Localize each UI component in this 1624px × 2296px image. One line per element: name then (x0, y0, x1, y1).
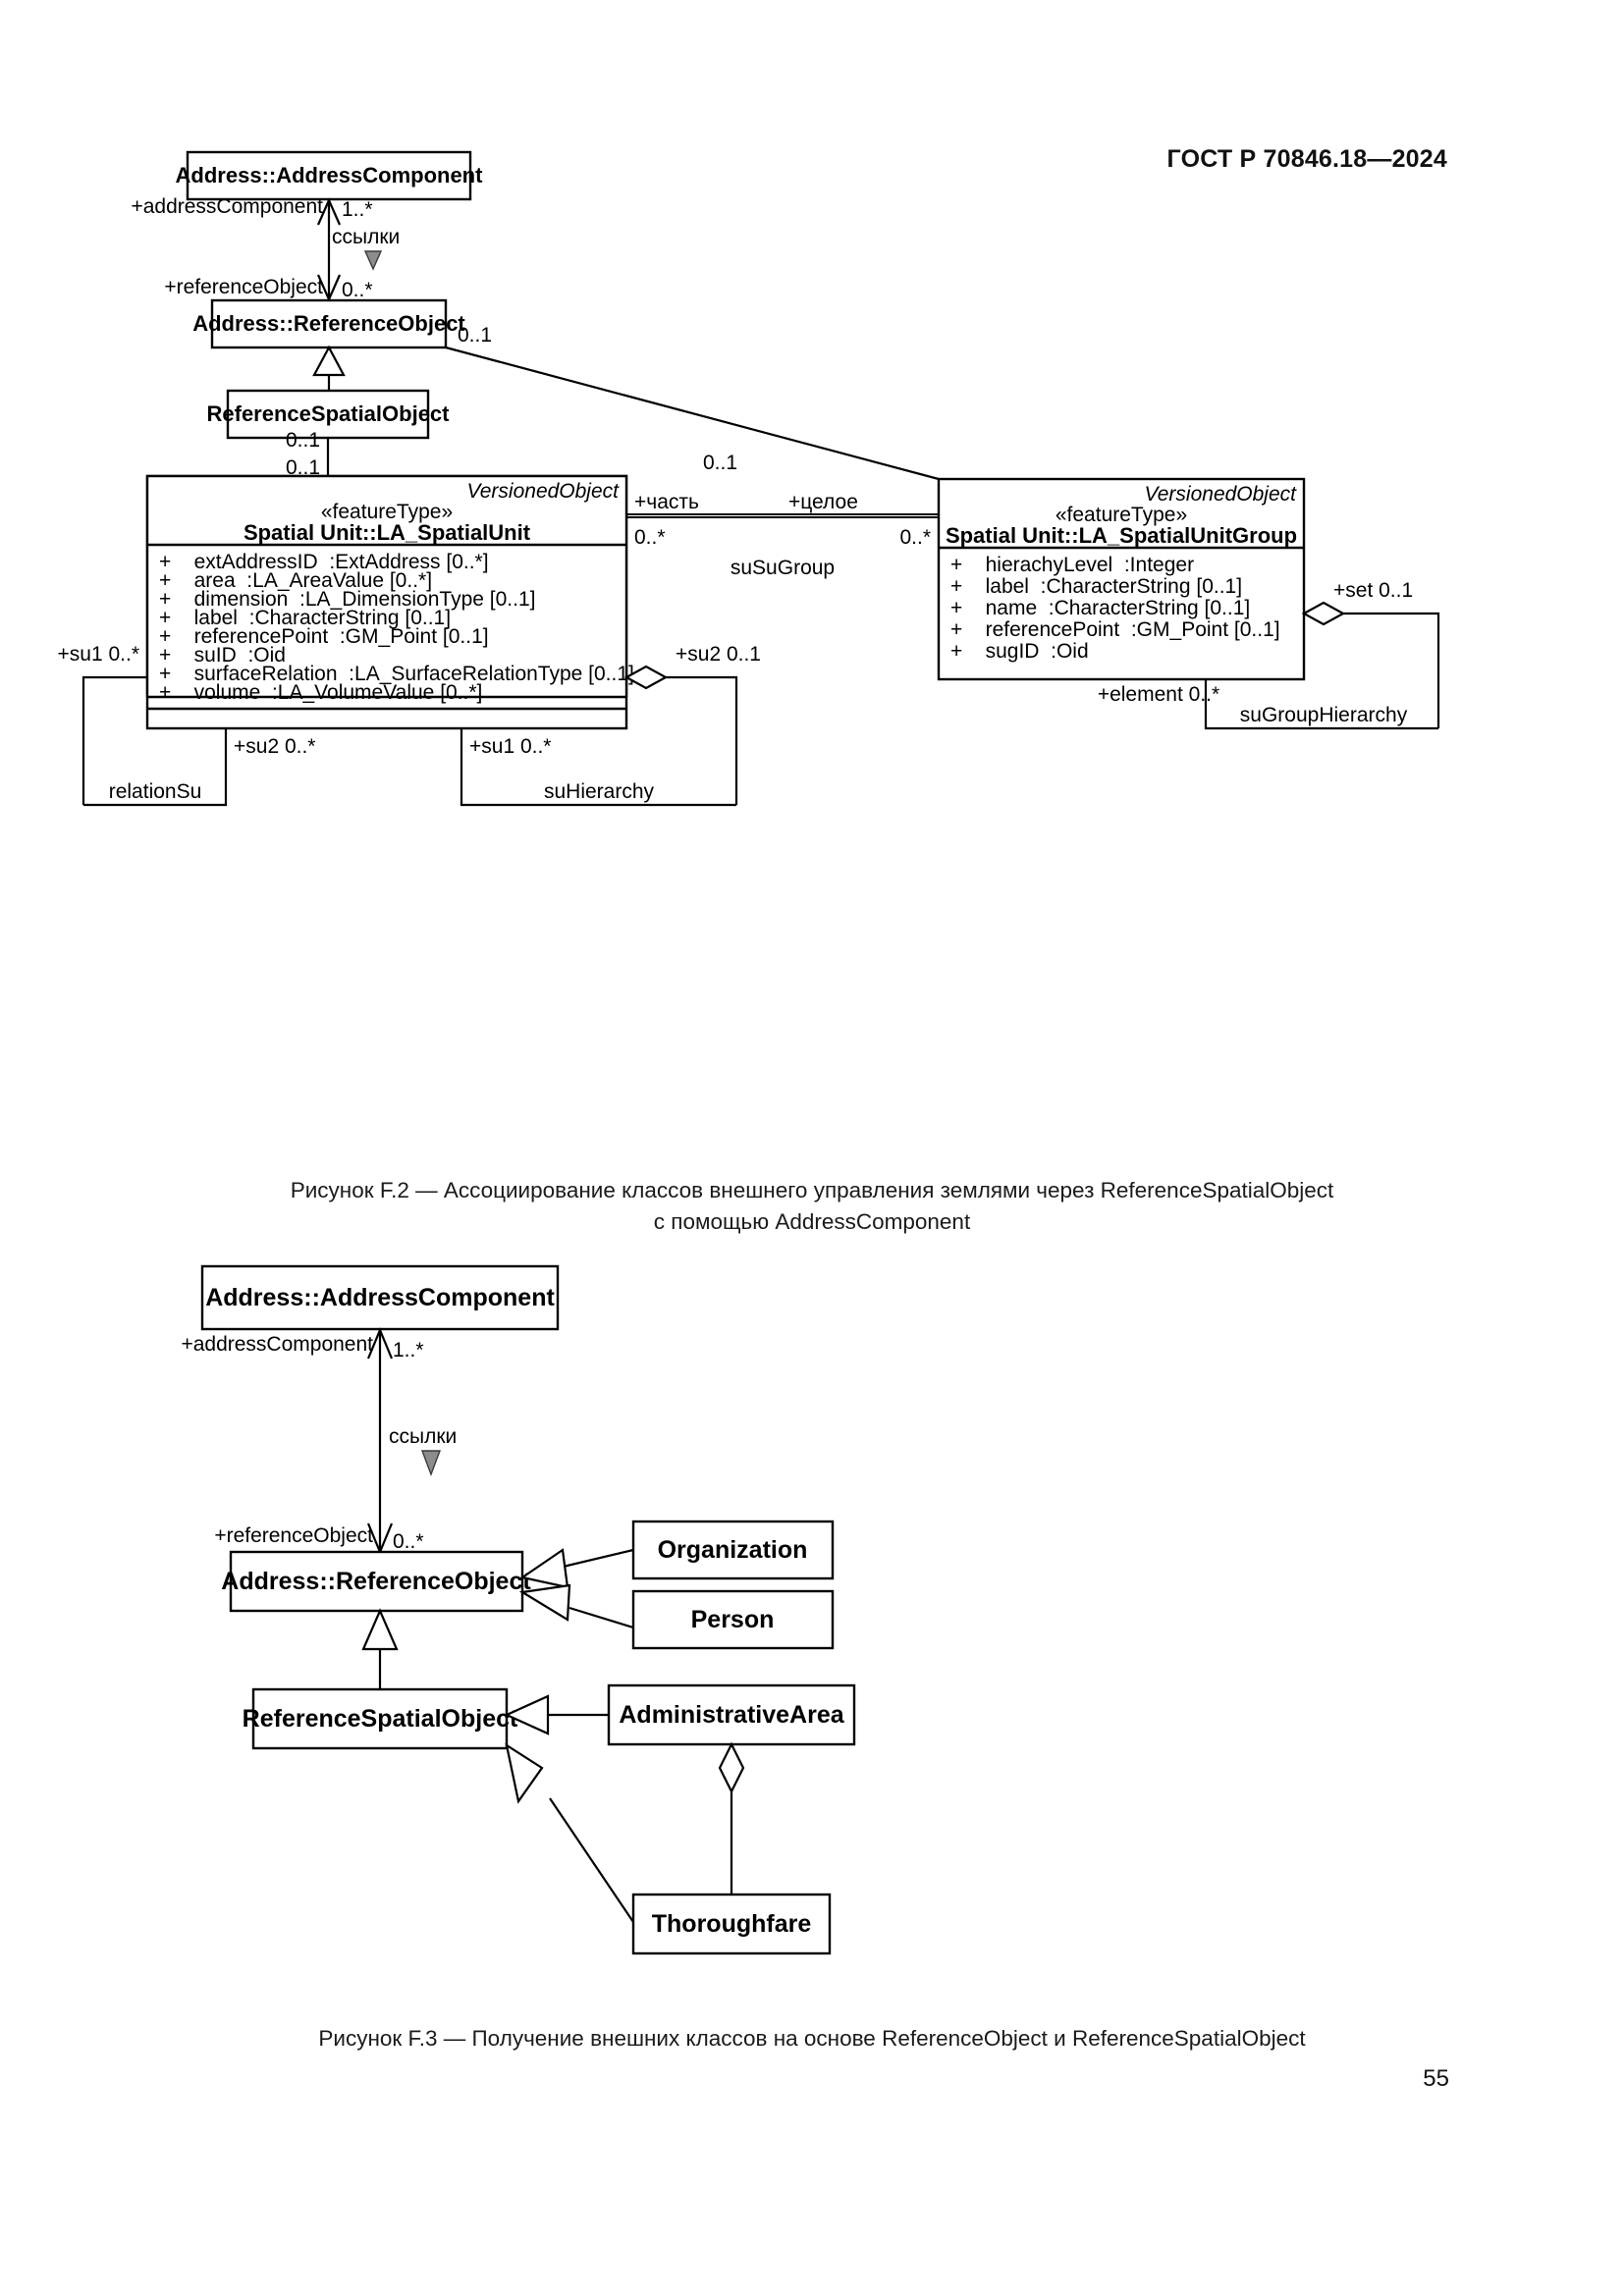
multiplicity-addresscomponent: 1..* (342, 198, 373, 221)
generalization-person-to-referenceobject (518, 1583, 634, 1629)
role-label-referenceobject: +referenceObject (164, 276, 323, 298)
figure-f2-caption-line2: с помощью AddressComponent (653, 1208, 971, 1234)
class-title-reference-object-f3: Address::ReferenceObject (221, 1568, 531, 1595)
class-title-reference-spatial-object: ReferenceSpatialObject (207, 401, 451, 426)
class-box-thoroughfare[interactable]: Thoroughfare (631, 1893, 832, 1955)
class-box-organization[interactable]: Organization (631, 1520, 835, 1580)
attribute-row-name: + name :CharacterString [0..1] (950, 597, 1250, 619)
role-label-su2-agg: +su2 0..1 (676, 643, 761, 666)
class-title-reference-spatial-object-f3: ReferenceSpatialObject (243, 1705, 518, 1733)
class-title-la-spatialunitgroup: Spatial Unit::LA_SpatialUnitGroup (946, 523, 1297, 548)
assoc-sugrouphierarchy (1204, 601, 1440, 730)
attribute-row-referencepoint: + referencePoint :GM_Point [0..1] (950, 618, 1280, 641)
figure-f3-caption-line1: Рисунок F.3 — Получение внешних классов … (318, 2026, 1306, 2051)
aggregation-adminarea-thoroughfare (718, 1741, 745, 1895)
attribute-row-dimension: + dimension :LA_DimensionType [0..1] (159, 588, 535, 611)
multiplicity-ro-sug-near: 0..1 (458, 324, 492, 347)
assoc-name-suhierarchy: suHierarchy (544, 780, 655, 803)
direction-triangle-icon (363, 250, 383, 271)
attribute-row-label: + label :CharacterString [0..1] (950, 575, 1242, 598)
assoc-name-sugrouphierarchy: suGroupHierarchy (1240, 704, 1408, 726)
multiplicity-addresscomponent-f3: 1..* (393, 1339, 424, 1362)
role-label-element: +element 0..* (1098, 683, 1219, 706)
standard-header: ГОСТ Р 70846.18—2024 (1166, 145, 1447, 173)
multiplicity-referenceobject: 0..* (342, 279, 373, 301)
attribute-list-la-spatialunitgroup: + hierachyLevel :Integer + label :Charac… (950, 554, 1280, 663)
role-label-su1-bottom: +su1 0..* (469, 735, 551, 758)
figure-f2-caption-line1: Рисунок F.2 — Ассоциирование классов вне… (290, 1178, 1334, 1202)
role-label-addresscomponent: +addressComponent (131, 195, 323, 218)
assoc-susugroup (626, 513, 939, 518)
class-title-reference-object: Address::ReferenceObject (192, 311, 465, 336)
assoc-referenceobject-spatialunitgroup (445, 346, 940, 481)
attribute-row-suid: + suID :Oid (159, 644, 286, 667)
figure-f2-caption: Рисунок F.2 — Ассоциирование классов вне… (0, 1175, 1624, 1237)
assoc-name-ssylki: ссылки (332, 226, 400, 248)
generalization-organization-to-referenceobject (519, 1548, 634, 1589)
multiplicity-referenceobject-f3: 0..* (393, 1530, 424, 1553)
role-label-su2-bottom: +su2 0..* (234, 735, 315, 758)
generalization-rso-to-ro (312, 345, 346, 391)
page-number: 55 (1423, 2065, 1449, 2092)
generalization-thoroughfare-to-rso (505, 1742, 634, 1923)
multiplicity-susugroup-right: 0..* (899, 526, 931, 549)
class-versioned-la-spatialunit: VersionedObject (467, 480, 621, 503)
role-label-addresscomponent-f3: +addressComponent (181, 1333, 373, 1356)
class-stereotype-la-spatialunit: «featureType» (321, 501, 453, 523)
class-box-administrative-area[interactable]: AdministrativeArea (607, 1683, 856, 1746)
assoc-name-relationsu: relationSu (109, 780, 202, 803)
class-box-address-component[interactable]: Address::AddressComponent (176, 150, 484, 201)
assoc-relationsu (81, 675, 228, 807)
multiplicity-ro-sug-far: 0..1 (703, 452, 737, 474)
class-box-reference-object-f3[interactable]: Address::ReferenceObject (221, 1550, 531, 1613)
class-box-person[interactable]: Person (631, 1589, 835, 1650)
class-title-thoroughfare: Thoroughfare (652, 1910, 812, 1938)
role-label-su1-left: +su1 0..* (58, 643, 139, 666)
attribute-row-volume: + volume :LA_VolumeValue [0..*] (159, 681, 482, 704)
assoc-suhierarchy (460, 665, 738, 807)
attribute-list-la-spatialunit: + extAddressID :ExtAddress [0..*] + area… (159, 551, 634, 704)
class-box-reference-spatial-object-f3[interactable]: ReferenceSpatialObject (243, 1687, 518, 1750)
assoc-name-ssylki-f3: ссылки (389, 1425, 457, 1448)
class-title-address-component-f3: Address::AddressComponent (205, 1284, 555, 1311)
class-title-person: Person (691, 1606, 775, 1633)
class-box-reference-object[interactable]: Address::ReferenceObject (192, 298, 465, 349)
class-box-la-spatialunitgroup[interactable]: VersionedObject «featureType» Spatial Un… (937, 477, 1306, 681)
role-label-chast: +часть (634, 491, 699, 513)
class-stereotype-la-spatialunitgroup: «featureType» (1056, 504, 1187, 526)
class-title-la-spatialunit: Spatial Unit::LA_SpatialUnit (244, 520, 531, 545)
role-label-tseloe: +целое (788, 491, 858, 513)
attribute-row-surfacerelation: + surfaceRelation :LA_SurfaceRelationTyp… (159, 663, 634, 685)
assoc-name-susugroup: suSuGroup (731, 557, 835, 579)
class-title-address-component: Address::AddressComponent (176, 163, 484, 187)
direction-triangle-icon-f3 (420, 1450, 442, 1476)
attribute-row-hierachylevel: + hierachyLevel :Integer (950, 554, 1194, 576)
attribute-row-area: + area :LA_AreaValue [0..*] (159, 569, 432, 592)
multiplicity-rso-bottom: 0..1 (286, 456, 320, 479)
class-title-administrative-area: AdministrativeArea (619, 1701, 844, 1729)
multiplicity-susugroup-left: 0..* (634, 526, 666, 549)
role-label-set: +set 0..1 (1333, 579, 1413, 602)
multiplicity-rso-top: 0..1 (286, 429, 320, 452)
class-box-reference-spatial-object[interactable]: ReferenceSpatialObject (207, 389, 451, 440)
figure-f3-diagram: Address::AddressComponent +addressCompon… (181, 1264, 856, 1955)
figure-f2-diagram: Address::AddressComponent +addressCompon… (58, 150, 1440, 807)
attribute-row-label: + label :CharacterString [0..1] (159, 607, 451, 629)
class-title-organization: Organization (658, 1536, 808, 1564)
class-box-la-spatialunit-full[interactable]: VersionedObject «featureType» Spatial Un… (145, 474, 634, 730)
class-versioned-la-spatialunitgroup: VersionedObject (1145, 483, 1298, 506)
attribute-row-referencepoint: + referencePoint :GM_Point [0..1] (159, 625, 489, 648)
attribute-row-extaddressid: + extAddressID :ExtAddress [0..*] (159, 551, 489, 573)
generalization-rso-to-ro-f3 (361, 1608, 399, 1689)
figure-f3-caption: Рисунок F.3 — Получение внешних классов … (0, 2023, 1624, 2055)
role-label-referenceobject-f3: +referenceObject (214, 1524, 373, 1547)
attribute-row-sugid: + sugID :Oid (950, 640, 1089, 663)
generalization-adminarea-to-rso (504, 1694, 609, 1735)
class-box-address-component-f3[interactable]: Address::AddressComponent (200, 1264, 560, 1331)
